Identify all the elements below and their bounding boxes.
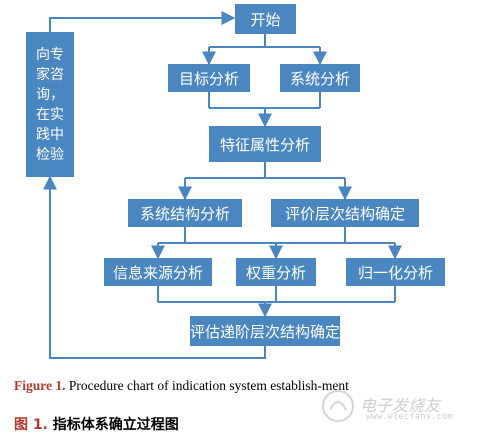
node-feedback: 向专 家咨 询， 在实 践中 检验 (26, 32, 74, 177)
node-system-analysis: 系统分析 (280, 64, 360, 92)
caption-en-label: Figure 1. (14, 378, 66, 393)
watermark-brand: 电子发烧友 (360, 396, 441, 415)
node-goal-analysis: 目标分析 (168, 64, 250, 92)
figure-caption-en: Figure 1. Procedure chart of indication … (14, 378, 454, 394)
figure-caption-zh: 图 1. 指标体系确立过程图 (14, 414, 179, 434)
node-eval-hierarchy: 评价层次结构确定 (271, 199, 419, 227)
node-feature-analysis: 特征属性分析 (209, 126, 321, 162)
watermark: 电子发烧友 www.elecfans.com (320, 388, 470, 428)
watermark-logo-icon (322, 390, 354, 422)
caption-zh-label: 图 1. (14, 417, 48, 433)
node-weight-analysis: 权重分析 (236, 258, 316, 286)
node-recursive-hierarchy: 评估递阶层次结构确定 (190, 316, 340, 346)
node-normalization: 归一化分析 (346, 258, 445, 286)
watermark-url: www.elecfans.com (366, 412, 453, 422)
arrow-to-feedback (43, 175, 266, 359)
caption-en-text: Procedure chart of indication system est… (65, 378, 349, 393)
caption-zh-text: 指标体系确立过程图 (47, 417, 179, 433)
node-info-source: 信息来源分析 (104, 258, 212, 286)
arrow-feedback-to-start (49, 11, 236, 32)
node-start: 开始 (235, 4, 296, 34)
node-system-structure: 系统结构分析 (128, 199, 242, 227)
